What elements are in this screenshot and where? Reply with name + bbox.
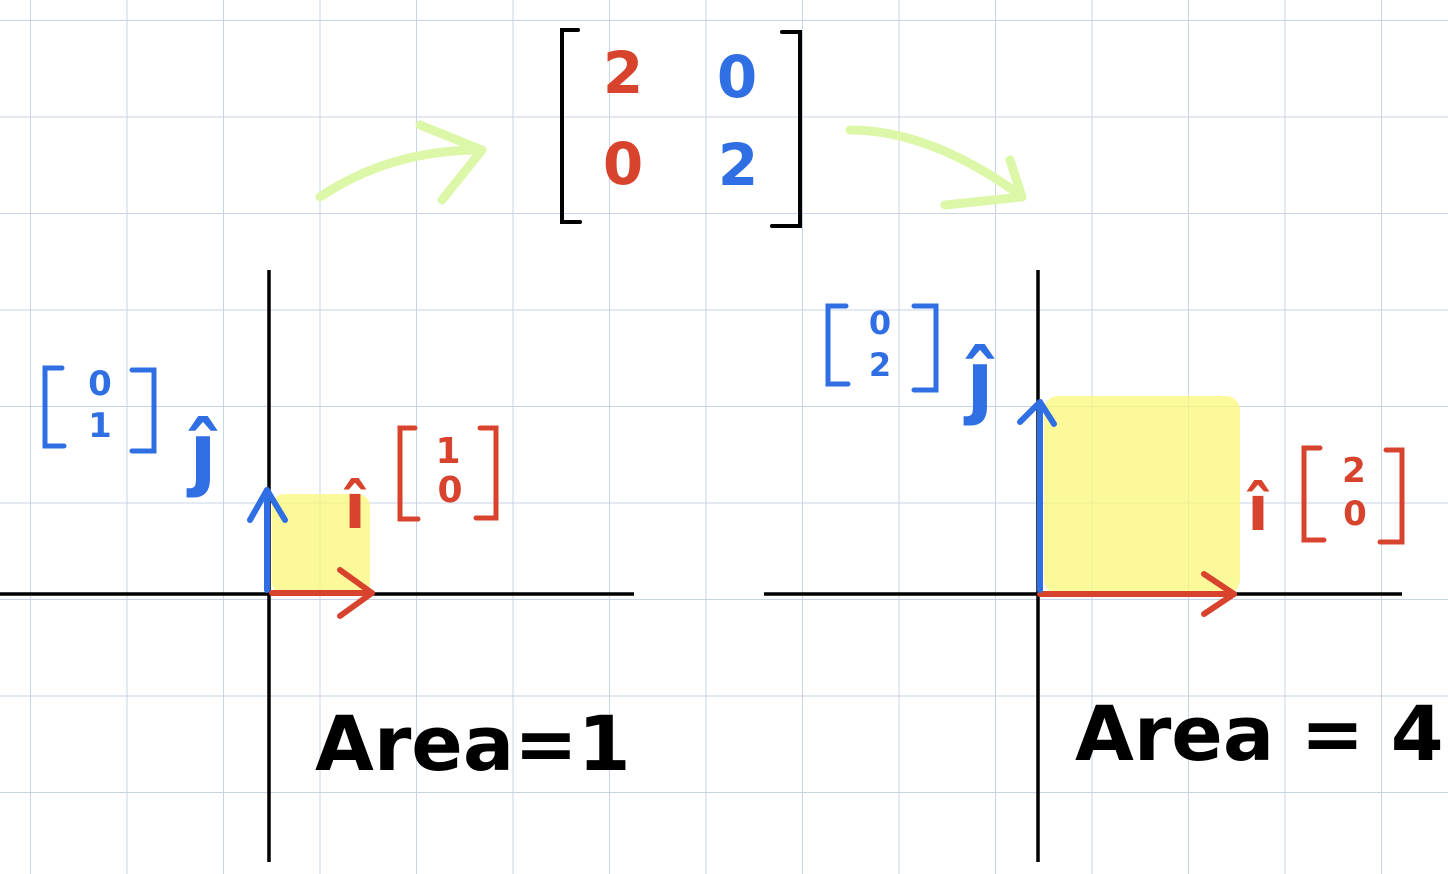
matrix-entry-b: 0 <box>717 43 757 111</box>
before-i-vector-bottom: 0 <box>437 470 462 511</box>
after-j-hat-label: ĵ <box>963 334 995 427</box>
after-scaled-square <box>1044 396 1240 594</box>
after-i-hat-label: î <box>1246 472 1270 545</box>
before-i-hat-label: î <box>343 470 367 543</box>
before-unit-square <box>272 494 370 594</box>
before-i-hat-vector <box>269 567 375 619</box>
after-j-vector-bracket <box>825 303 939 393</box>
after-i-vector-bracket <box>1301 445 1405 545</box>
matrix-entry-a: 2 <box>603 39 643 107</box>
before-j-vector-bottom: 1 <box>88 406 112 446</box>
matrix-right-bracket <box>770 30 802 228</box>
before-plot: î 1 0 ĵ 0 1 Area=1 <box>0 270 634 862</box>
after-i-vector-top: 2 <box>1342 451 1366 491</box>
before-j-hat-label: ĵ <box>186 406 218 499</box>
after-j-vector-top: 0 <box>869 304 891 342</box>
after-j-hat-vector <box>1017 399 1057 593</box>
before-i-vector-top: 1 <box>435 431 460 472</box>
matrix-entry-d: 2 <box>718 131 758 199</box>
after-area-label: Area = 4 <box>1075 689 1444 778</box>
transform-arrow-right <box>845 125 1027 210</box>
after-plot: î 2 0 ĵ 0 2 Area = 4 <box>764 270 1444 862</box>
before-j-vector-bracket <box>42 365 157 454</box>
after-j-vector-bottom: 2 <box>869 346 891 384</box>
matrix-left-bracket <box>560 28 582 224</box>
after-i-vector-bottom: 0 <box>1343 494 1367 534</box>
before-j-vector-top: 0 <box>88 364 112 404</box>
before-area-label: Area=1 <box>315 699 631 788</box>
before-j-hat-vector <box>247 487 288 593</box>
before-i-vector-bracket <box>397 425 499 522</box>
after-i-hat-vector <box>1037 571 1237 617</box>
transformation-matrix: 2 0 0 2 <box>560 28 802 228</box>
matrix-entry-c: 0 <box>603 130 643 198</box>
transform-arrow-left <box>315 120 487 205</box>
